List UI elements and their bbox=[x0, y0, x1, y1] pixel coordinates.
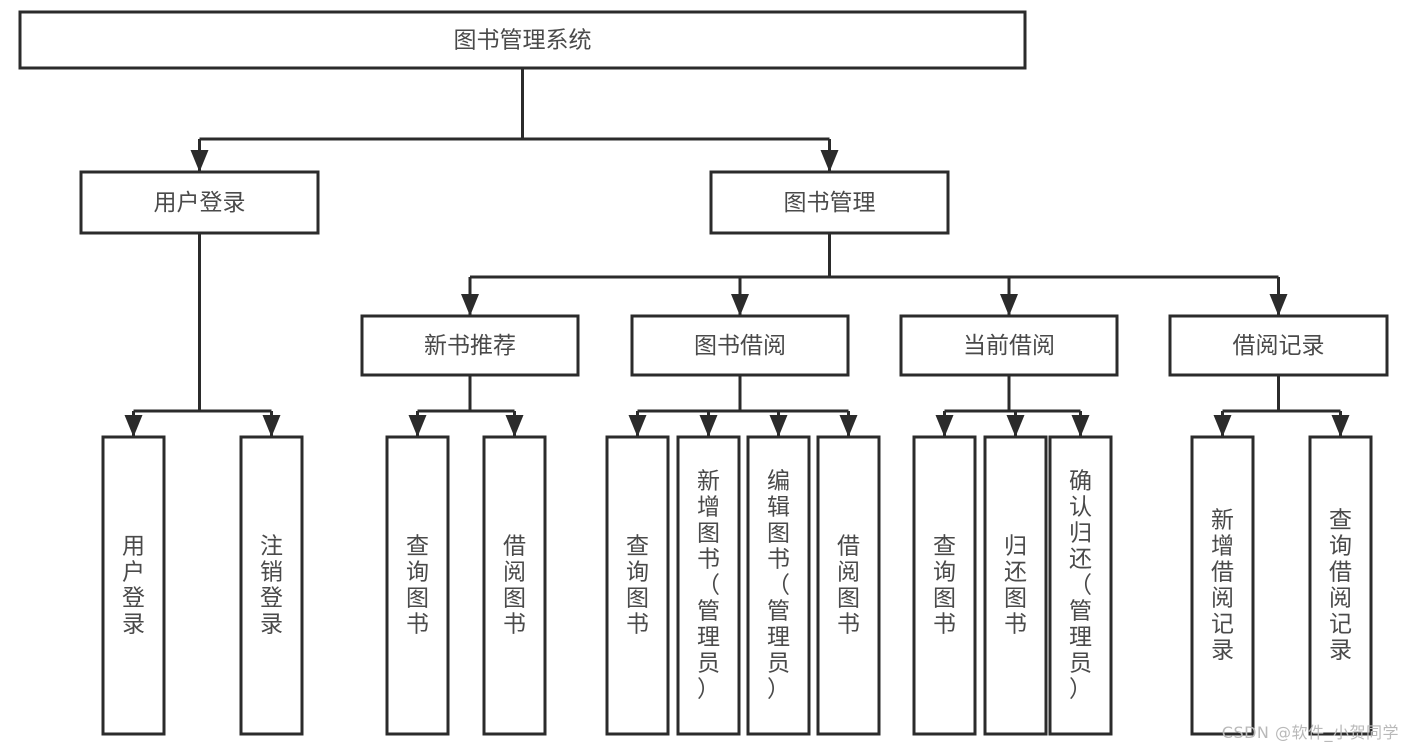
node-leaf-return-book-label: 归还图书 bbox=[1004, 533, 1027, 637]
node-book-manage-label: 图书管理 bbox=[784, 190, 876, 216]
arrow-head-icon bbox=[1331, 415, 1350, 437]
node-leaf-query-record-box[interactable] bbox=[1308, 435, 1373, 736]
node-new-book-rec[interactable]: 新书推荐 bbox=[360, 314, 580, 377]
node-leaf-borrow-book-2-box[interactable] bbox=[816, 435, 881, 736]
node-borrow-record-box[interactable] bbox=[1168, 314, 1389, 377]
node-leaf-add-book-box[interactable] bbox=[676, 435, 741, 736]
node-leaf-add-book-label: 新增图书（管理员） bbox=[697, 468, 720, 702]
arrow-head-icon bbox=[505, 415, 524, 437]
node-root-system-box[interactable] bbox=[18, 10, 1027, 70]
arrow-head-icon bbox=[699, 415, 718, 437]
node-leaf-query-book-1[interactable]: 查询图书 bbox=[385, 435, 450, 736]
node-new-book-rec-box[interactable] bbox=[360, 314, 580, 377]
node-leaf-query-book-3-box[interactable] bbox=[912, 435, 977, 736]
arrow-head-icon bbox=[769, 415, 788, 437]
arrow-head-icon bbox=[124, 415, 143, 437]
node-leaf-add-book[interactable]: 新增图书（管理员） bbox=[676, 435, 741, 736]
node-leaf-add-record-box[interactable] bbox=[1190, 435, 1255, 736]
node-root-system[interactable]: 图书管理系统 bbox=[18, 10, 1027, 70]
arrow-head-icon bbox=[1071, 415, 1090, 437]
node-leaf-user-login-box[interactable] bbox=[101, 435, 166, 736]
node-leaf-logout-box[interactable] bbox=[239, 435, 304, 736]
node-leaf-confirm-return[interactable]: 确认归还（管理员） bbox=[1048, 435, 1113, 736]
node-leaf-confirm-return-box[interactable] bbox=[1048, 435, 1113, 736]
node-current-borrow-box[interactable] bbox=[899, 314, 1119, 377]
node-leaf-borrow-book-2-label: 借阅图书 bbox=[837, 533, 860, 637]
arrow-head-icon bbox=[190, 150, 209, 172]
node-new-book-rec-label: 新书推荐 bbox=[424, 333, 516, 359]
node-user-login[interactable]: 用户登录 bbox=[79, 170, 320, 235]
csdn-watermark: CSDN @软件_小贺同学 bbox=[1221, 723, 1399, 742]
arrow-head-icon bbox=[1006, 415, 1025, 437]
node-leaf-query-record-label: 查询借阅记录 bbox=[1329, 507, 1352, 663]
node-leaf-user-login-label: 用户登录 bbox=[122, 533, 145, 637]
node-leaf-add-record[interactable]: 新增借阅记录 bbox=[1190, 435, 1255, 736]
node-user-login-label: 用户登录 bbox=[154, 190, 246, 216]
node-leaf-query-book-3[interactable]: 查询图书 bbox=[912, 435, 977, 736]
node-leaf-query-book-1-box[interactable] bbox=[385, 435, 450, 736]
arrow-head-icon bbox=[935, 415, 954, 437]
node-leaf-confirm-return-label: 确认归还（管理员） bbox=[1069, 468, 1092, 702]
arrow-head-icon bbox=[839, 415, 858, 437]
node-leaf-edit-book[interactable]: 编辑图书（管理员） bbox=[746, 435, 811, 736]
arrow-head-icon bbox=[461, 294, 479, 316]
node-book-borrow-label: 图书借阅 bbox=[694, 333, 786, 359]
node-leaf-logout[interactable]: 注销登录 bbox=[239, 435, 304, 736]
arrow-head-icon bbox=[1269, 294, 1288, 316]
node-leaf-edit-book-label: 编辑图书（管理员） bbox=[767, 468, 790, 702]
node-leaf-query-book-1-label: 查询图书 bbox=[406, 533, 429, 637]
node-leaf-query-book-2-label: 查询图书 bbox=[626, 533, 649, 637]
node-user-login-box[interactable] bbox=[79, 170, 320, 235]
node-leaf-user-login[interactable]: 用户登录 bbox=[101, 435, 166, 736]
node-book-borrow[interactable]: 图书借阅 bbox=[630, 314, 850, 377]
arrow-head-icon bbox=[820, 150, 839, 172]
node-leaf-return-book[interactable]: 归还图书 bbox=[983, 435, 1048, 736]
node-book-borrow-box[interactable] bbox=[630, 314, 850, 377]
node-current-borrow-label: 当前借阅 bbox=[963, 333, 1055, 359]
node-leaf-borrow-book-1[interactable]: 借阅图书 bbox=[482, 435, 547, 736]
node-leaf-edit-book-box[interactable] bbox=[746, 435, 811, 736]
arrow-head-icon bbox=[262, 415, 281, 437]
node-book-manage-box[interactable] bbox=[709, 170, 950, 235]
node-leaf-logout-label: 注销登录 bbox=[260, 533, 283, 637]
node-leaf-borrow-book-1-box[interactable] bbox=[482, 435, 547, 736]
node-current-borrow[interactable]: 当前借阅 bbox=[899, 314, 1119, 377]
node-root-system-label: 图书管理系统 bbox=[454, 28, 592, 54]
connector-layer bbox=[124, 68, 1350, 437]
node-leaf-query-book-2-box[interactable] bbox=[605, 435, 670, 736]
node-leaf-borrow-book-2[interactable]: 借阅图书 bbox=[816, 435, 881, 736]
arrow-head-icon bbox=[628, 415, 647, 437]
node-borrow-record[interactable]: 借阅记录 bbox=[1168, 314, 1389, 377]
node-leaf-query-book-3-label: 查询图书 bbox=[933, 533, 956, 637]
node-leaf-query-book-2[interactable]: 查询图书 bbox=[605, 435, 670, 736]
arrow-head-icon bbox=[408, 415, 427, 437]
arrow-head-icon bbox=[1213, 415, 1232, 437]
node-leaf-borrow-book-1-label: 借阅图书 bbox=[503, 533, 526, 637]
node-borrow-record-label: 借阅记录 bbox=[1233, 333, 1325, 359]
node-leaf-add-record-label: 新增借阅记录 bbox=[1211, 507, 1234, 663]
node-book-manage[interactable]: 图书管理 bbox=[709, 170, 950, 235]
node-layer: 图书管理系统用户登录图书管理新书推荐图书借阅当前借阅借阅记录用户登录注销登录查询… bbox=[18, 10, 1389, 736]
node-leaf-return-book-box[interactable] bbox=[983, 435, 1048, 736]
arrow-head-icon bbox=[731, 294, 749, 316]
arrow-head-icon bbox=[1000, 294, 1018, 316]
node-leaf-query-record[interactable]: 查询借阅记录 bbox=[1308, 435, 1373, 736]
